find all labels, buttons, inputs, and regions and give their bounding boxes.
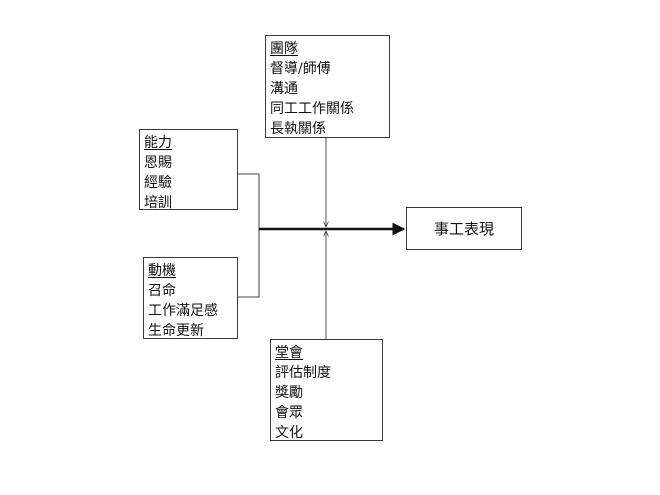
motivation-box: 動機 召命 工作滿足感 生命更新: [143, 257, 238, 339]
ability-title: 能力: [144, 135, 172, 151]
team-item: 同工工作關係: [270, 101, 354, 117]
team-item: 長執關係: [270, 121, 326, 137]
motivation-item: 工作滿足感: [148, 303, 218, 319]
ability-box: 能力 恩賜 經驗 培訓: [139, 129, 238, 211]
outcome-label: 事工表現: [433, 219, 494, 238]
ability-item: 經驗: [144, 175, 172, 191]
motivation-item: 生命更新: [148, 323, 204, 339]
church-item: 獎勵: [275, 385, 303, 401]
team-item: 督導/師傅: [270, 61, 331, 77]
church-box: 堂會 評估制度 獎勵 會眾 文化: [270, 339, 383, 441]
ability-item: 培訓: [144, 195, 172, 211]
church-title: 堂會: [275, 345, 303, 361]
team-item: 溝通: [270, 81, 298, 97]
team-title: 團隊: [270, 41, 298, 57]
motivation-title: 動機: [148, 263, 176, 279]
motivation-item: 召命: [148, 283, 176, 299]
ability-connector: [238, 173, 260, 298]
team-box: 團隊 督導/師傅 溝通 同工工作關係 長執關係: [265, 35, 390, 138]
outcome-box: 事工表現: [406, 207, 522, 250]
church-item: 會眾: [275, 405, 303, 421]
church-item: 評估制度: [275, 365, 331, 381]
ability-item: 恩賜: [144, 155, 172, 171]
church-item: 文化: [275, 425, 303, 441]
